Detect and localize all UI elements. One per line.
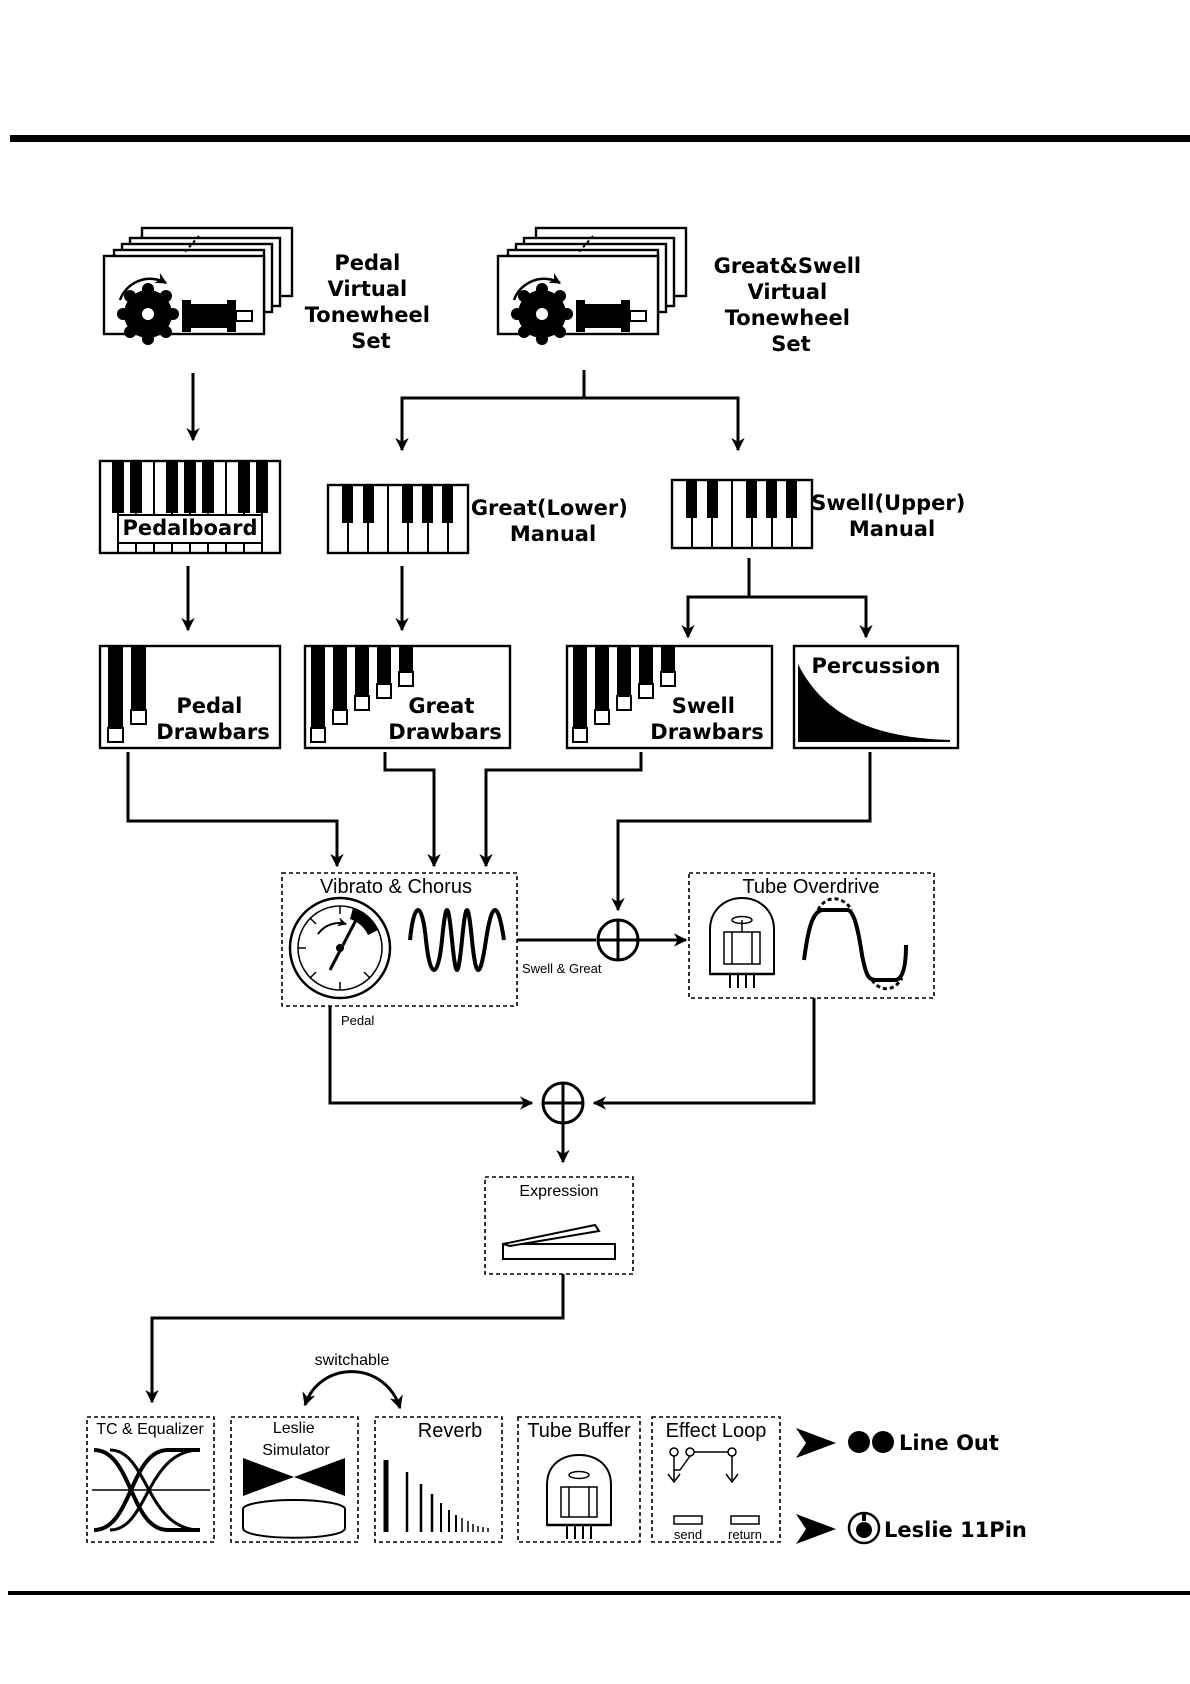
- great-manual-icon: [326, 483, 470, 555]
- vibrato-chorus-label: Vibrato & Chorus: [320, 876, 472, 898]
- great-swell-tonewheel-icon: [498, 228, 686, 345]
- expression-pedal-icon: [502, 1223, 616, 1260]
- arrow-gs-tw-to-swell: [584, 396, 745, 452]
- leslie-out-arrow-icon: [796, 1514, 836, 1544]
- arrow-expression-to-output-chain: [145, 1274, 565, 1404]
- overdrive-wave-icon: [802, 897, 908, 991]
- percussion-icon: [792, 644, 960, 750]
- arrow-gs-tw-split: [395, 370, 586, 452]
- vacuum-tube-icon: [709, 896, 775, 988]
- tc-equalizer-label: TC & Equalizer: [96, 1421, 204, 1438]
- reverb-decay-icon: [383, 1460, 489, 1532]
- return-label: return: [728, 1527, 762, 1542]
- leslie-11pin-label: Leslie 11Pin: [884, 1518, 1027, 1542]
- mixer-plus-icon: [596, 918, 640, 962]
- pedal-tonewheel-label: Pedal Virtual Tonewheel Set: [305, 251, 438, 353]
- arrow-swell-split: [681, 558, 751, 639]
- switchable-label: switchable: [315, 1352, 390, 1369]
- arrow-swell-drawbars-to-vibrato: [479, 752, 643, 868]
- tube-overdrive-label: Tube Overdrive: [742, 876, 879, 898]
- expression-label: Expression: [519, 1183, 598, 1200]
- leslie-11pin-connector-icon: [847, 1511, 881, 1545]
- arrow-great-drawbars-to-vibrato: [383, 752, 441, 868]
- reverb-label: Reverb: [418, 1420, 482, 1442]
- swell-drawbars-label: Swell Drawbars: [650, 694, 763, 744]
- percussion-label: Percussion: [812, 654, 941, 678]
- tube-buffer-label: Tube Buffer: [527, 1420, 631, 1442]
- reverb-box: [374, 1416, 503, 1543]
- pedal-note: Pedal: [341, 1013, 374, 1028]
- great-swell-tonewheel-label: Great&Swell Virtual Tonewheel Set: [714, 254, 869, 356]
- line-out-jack-icon-left: [848, 1431, 870, 1453]
- mixer2-plus-icon: [541, 1081, 585, 1125]
- equalizer-curve-icon: [92, 1448, 210, 1532]
- arrow-overdrive-to-mixer2: [592, 998, 816, 1110]
- arrow-vibrato-pedal-to-mixer2: [328, 1006, 534, 1110]
- pedalboard-icon: [98, 459, 282, 555]
- arrow-percussion-to-mixer: [611, 752, 872, 912]
- swell-manual-icon: [670, 478, 814, 550]
- arrow-pedal-drawbars-to-vibrato: [126, 752, 344, 868]
- pedal-tonewheel-icon: [104, 228, 292, 345]
- pedalboard-label: Pedalboard: [122, 516, 257, 540]
- bottom-rule: [8, 1591, 1190, 1595]
- switchable-double-arrow: [302, 1370, 403, 1410]
- leslie-speaker-icon: [242, 1458, 346, 1539]
- swell-drawbars-icon: [565, 644, 774, 750]
- tube-buffer-icon: [546, 1453, 612, 1539]
- leslie-simulator-label: Leslie Simulator: [262, 1420, 330, 1459]
- pedal-drawbars-label: Pedal Drawbars: [156, 694, 269, 744]
- vibrato-wave-icon: [408, 908, 506, 972]
- arrow-swell-to-percussion: [749, 595, 873, 639]
- effect-loop-circuit-icon: [667, 1447, 760, 1525]
- line-out-jack-icon-right: [872, 1431, 894, 1453]
- great-manual-label: Great(Lower) Manual: [471, 496, 635, 546]
- pedal-drawbars-icon: [98, 644, 282, 750]
- top-rule: [10, 135, 1190, 142]
- swell-great-note: Swell & Great: [522, 961, 602, 976]
- vibrato-dial-icon: [288, 896, 392, 1000]
- line-out-label: Line Out: [899, 1431, 999, 1455]
- send-label: send: [674, 1527, 702, 1542]
- great-drawbars-label: Great Drawbars: [388, 694, 501, 744]
- line-out-arrow-icon: [796, 1428, 836, 1458]
- great-drawbars-icon: [303, 644, 512, 750]
- effect-loop-label: Effect Loop: [666, 1420, 767, 1442]
- swell-manual-label: Swell(Upper) Manual: [811, 491, 972, 541]
